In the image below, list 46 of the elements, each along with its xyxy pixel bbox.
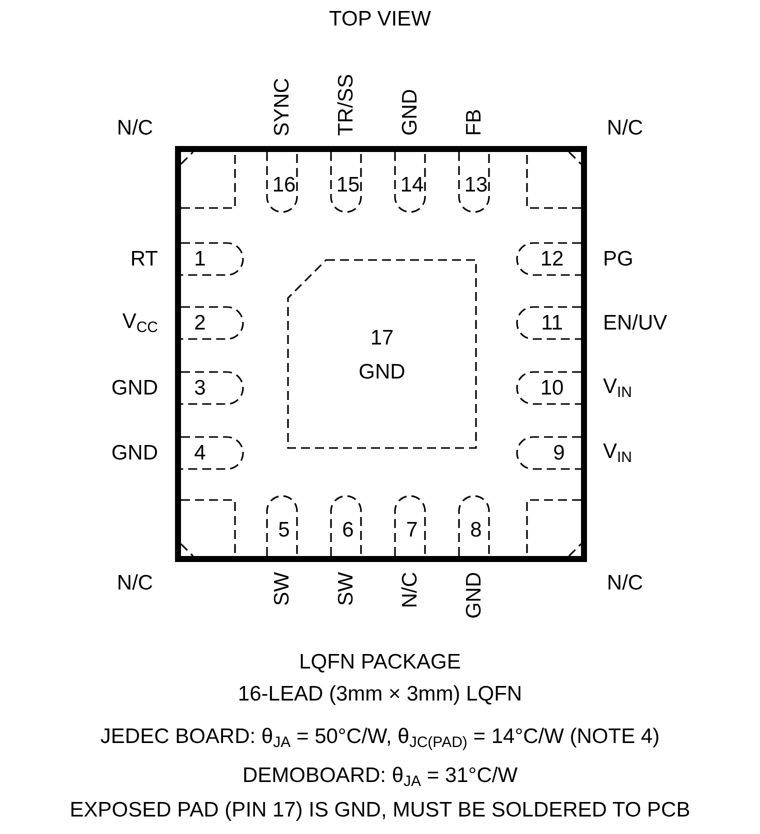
package-note: DEMOBOARD: θ$_{JA}$ = 31°C/W xyxy=(242,765,518,789)
pin-label: N/C xyxy=(116,572,154,594)
pin-number: 14 xyxy=(400,174,424,196)
pin-label: SW xyxy=(336,572,356,606)
pin-number: 11 xyxy=(541,312,563,334)
pin-label: SW xyxy=(272,572,292,606)
pin-label: V$_{CC}$ xyxy=(122,311,158,335)
pin-label: RT xyxy=(130,248,158,270)
pin-label: GND xyxy=(111,378,158,398)
package-note: LQFN PACKAGE xyxy=(299,652,461,672)
pin-label: N/C xyxy=(116,118,154,138)
pin-label: N/C xyxy=(606,118,644,138)
pin-number: 2 xyxy=(194,312,206,334)
pin-label: PG xyxy=(603,248,634,270)
pin-number: 17 xyxy=(370,328,394,348)
exposed-pad xyxy=(286,258,478,450)
pin-label: SYNC xyxy=(272,78,292,136)
pin-number: 8 xyxy=(470,520,482,540)
pad-label: GND xyxy=(358,362,406,382)
pin-number: 10 xyxy=(540,378,564,398)
package-note: JEDEC BOARD: θ$_{JA}$ = 50°C/W, θ$_{JC(PAD)}$ = 14°C/W (NOTE 4) xyxy=(100,726,660,750)
pin-number: 13 xyxy=(464,174,488,196)
package-note: EXPOSED PAD (PIN 17) IS GND, MUST BE SOLDERED TO PCB xyxy=(70,800,690,820)
pin-number: 15 xyxy=(336,174,360,196)
package-body xyxy=(175,146,587,562)
package-note: 16-LEAD (3mm × 3mm) LQFN xyxy=(238,684,522,704)
pin-label: GND xyxy=(400,89,420,136)
pin-label: N/C xyxy=(400,572,420,608)
pin-number: 16 xyxy=(272,174,296,196)
pin-label: GND xyxy=(464,572,484,619)
pin-number: 3 xyxy=(194,378,206,398)
pin-number: 5 xyxy=(278,520,290,540)
pin-label: TR/SS xyxy=(336,74,356,136)
pin-number: 9 xyxy=(553,442,565,464)
pin-label: FB xyxy=(464,109,484,136)
pin-number: 12 xyxy=(540,248,564,270)
pin-number: 4 xyxy=(194,442,206,464)
pin-number: 1 xyxy=(194,248,206,270)
pin-label: V$_{IN}$ xyxy=(603,441,632,465)
pin-number: 7 xyxy=(406,520,418,540)
view-title: TOP VIEW xyxy=(329,8,431,30)
pin-label: GND xyxy=(111,442,158,464)
pin-label: EN/UV xyxy=(603,312,668,334)
pin-number: 6 xyxy=(342,520,354,540)
pin-label: V$_{IN}$ xyxy=(603,376,632,400)
pin-label: N/C xyxy=(606,572,644,594)
